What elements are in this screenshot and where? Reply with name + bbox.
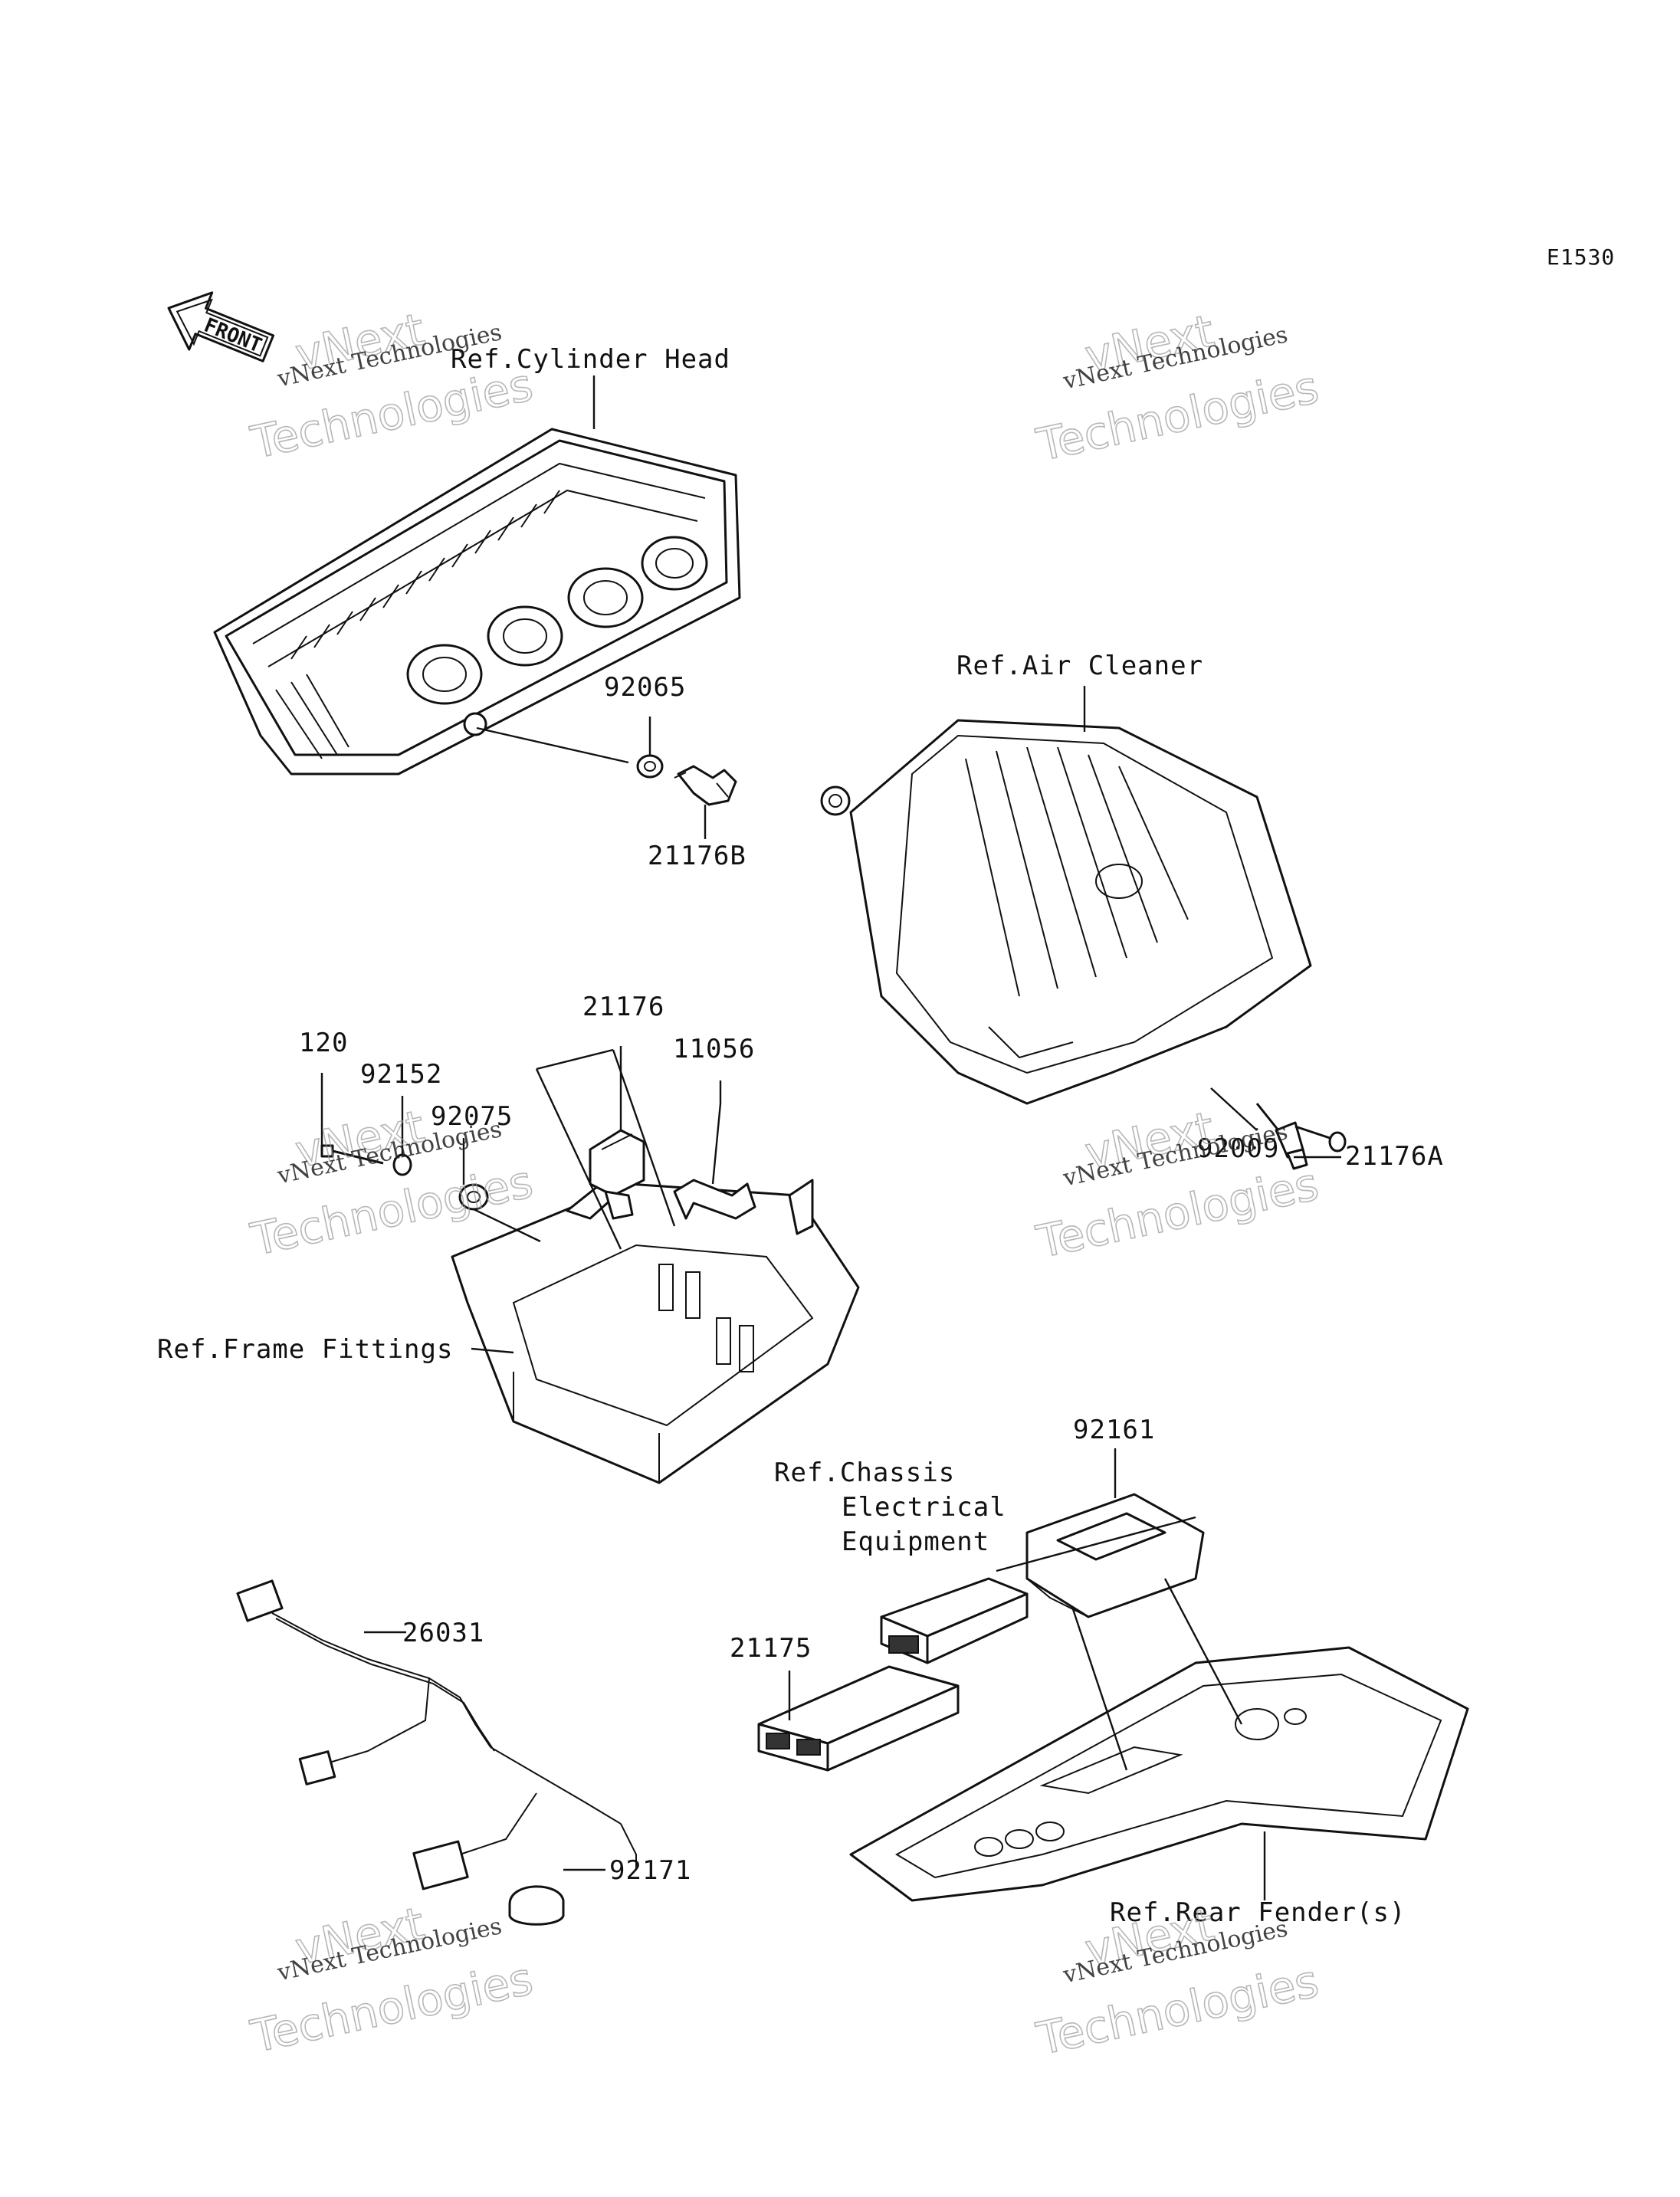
part-11056-label: 11056 (673, 1034, 755, 1064)
rear-fender-illustration (849, 1646, 1469, 1902)
ref-chassis-label-line3: Equipment (842, 1526, 989, 1557)
front-arrow-icon: FRONT (167, 291, 275, 362)
temperature-sensor-21176B-icon (674, 765, 737, 806)
part-92009-label: 92009 (1197, 1133, 1279, 1164)
frame-fittings-illustration (451, 1179, 860, 1484)
ref-air-cleaner-label: Ref.Air Cleaner (956, 651, 1203, 681)
bolt-120-icon (320, 1144, 384, 1165)
washer-92065-icon (636, 754, 664, 779)
part-92065-label: 92065 (604, 672, 686, 703)
part-21176B-label: 21176B (648, 841, 746, 871)
part-92075-label: 92075 (431, 1101, 513, 1132)
watermark-top-left: vNext vNext Technologies Technologies (245, 303, 537, 470)
part-21175-label: 21175 (730, 1633, 812, 1664)
ref-cylinder-head-label: Ref.Cylinder Head (451, 344, 730, 375)
wire-harness-26031-illustration (236, 1579, 637, 1890)
chassis-ecu-illustration (880, 1577, 1029, 1664)
watermark-bottom-left: vNext vNext Technologies Technologies (245, 1897, 537, 2064)
sensor-21176A-icon (1255, 1103, 1308, 1170)
cylinder-head-illustration (213, 428, 741, 776)
part-21176A-label: 21176A (1345, 1141, 1444, 1172)
clamp-92171-icon (508, 1885, 565, 1926)
ref-chassis-label-line2: Electrical (842, 1492, 1006, 1523)
leader-lines (320, 375, 1341, 1900)
air-cleaner-illustration (820, 719, 1312, 1105)
part-92152-label: 92152 (360, 1059, 442, 1090)
part-92161-label: 92161 (1073, 1415, 1155, 1445)
screw-92009-icon (1294, 1125, 1347, 1153)
ref-frame-fittings-label: Ref.Frame Fittings (157, 1334, 453, 1365)
ecu-21175-illustration (757, 1665, 960, 1772)
part-120-label: 120 (299, 1028, 348, 1058)
part-92171-label: 92171 (609, 1855, 691, 1886)
watermark-middle-right: vNext vNext Technologies Technologies (1032, 1101, 1324, 1269)
part-26031-label: 26031 (402, 1618, 484, 1648)
watermark-top-right: vNext vNext Technologies Technologies (1032, 304, 1324, 472)
ref-chassis-label-line1: Ref.Chassis (774, 1458, 955, 1488)
part-21176-label: 21176 (582, 992, 664, 1022)
ref-rear-fender-label: Ref.Rear Fender(s) (1110, 1897, 1406, 1928)
bracket-11056-icon (673, 1179, 756, 1220)
diagram-code: E1530 (1547, 244, 1615, 270)
